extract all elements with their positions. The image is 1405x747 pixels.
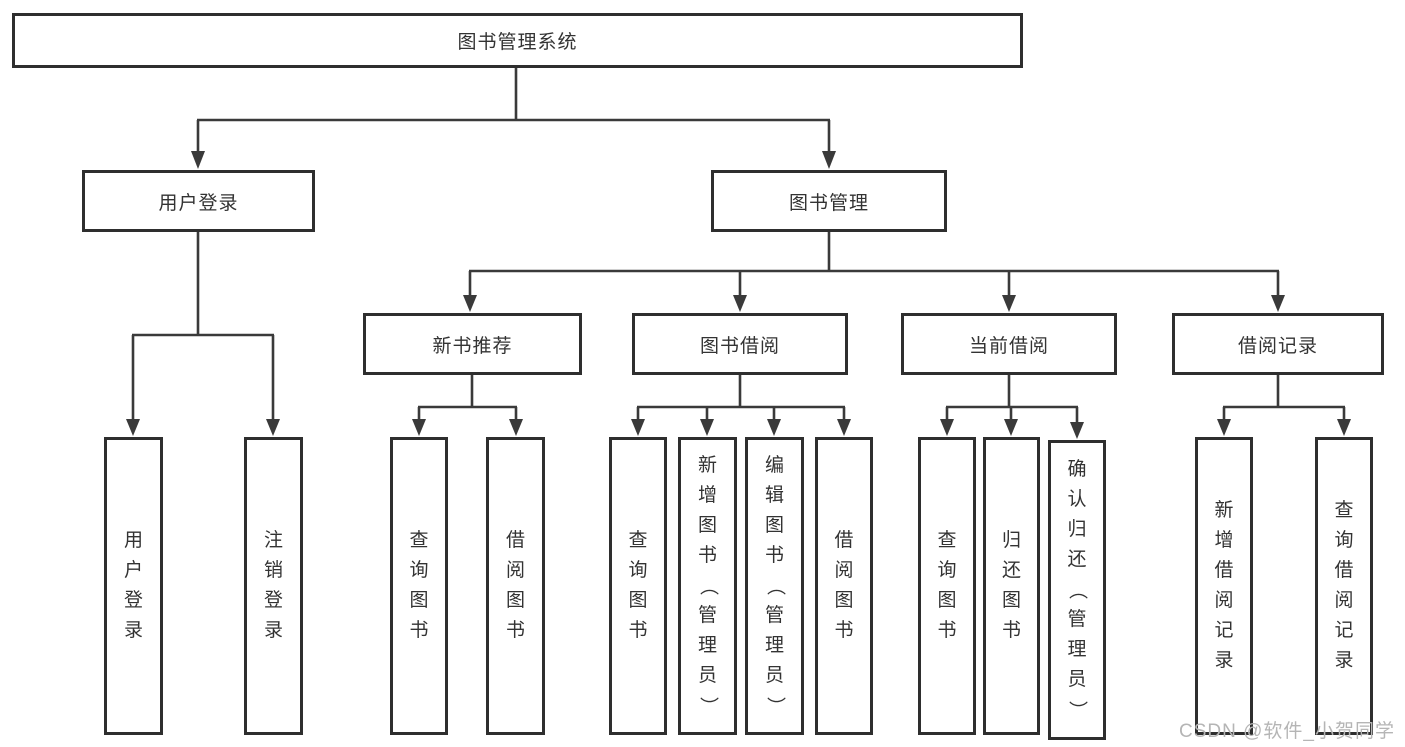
- leaf-user-login: 用户登录: [104, 437, 163, 735]
- leaf-query-books-current: 查询图书: [918, 437, 976, 735]
- node-borrow-records: 借阅记录: [1172, 313, 1384, 375]
- leaf-add-books-admin: 新增图书（管理员）: [678, 437, 737, 735]
- leaf-borrow-books: 借阅图书: [815, 437, 873, 735]
- node-new-book-recommend: 新书推荐: [363, 313, 582, 375]
- node-library-management-system: 图书管理系统: [12, 13, 1023, 68]
- leaf-edit-books-admin: 编辑图书（管理员）: [745, 437, 804, 735]
- node-current-borrow: 当前借阅: [901, 313, 1117, 375]
- node-user-login: 用户登录: [82, 170, 315, 232]
- leaf-query-books-borrow: 查询图书: [609, 437, 667, 735]
- leaf-logout: 注销登录: [244, 437, 303, 735]
- leaf-add-borrow-record: 新增借阅记录: [1195, 437, 1253, 735]
- leaf-return-books: 归还图书: [983, 437, 1040, 735]
- csdn-watermark: CSDN @软件_小贺同学: [1179, 721, 1395, 742]
- leaf-borrow-books-recommend: 借阅图书: [486, 437, 545, 735]
- node-book-management: 图书管理: [711, 170, 947, 232]
- leaf-query-books-recommend: 查询图书: [390, 437, 448, 735]
- leaf-confirm-return-admin: 确认归还（管理员）: [1048, 440, 1106, 740]
- node-book-borrow: 图书借阅: [632, 313, 848, 375]
- leaf-query-borrow-record: 查询借阅记录: [1315, 437, 1373, 735]
